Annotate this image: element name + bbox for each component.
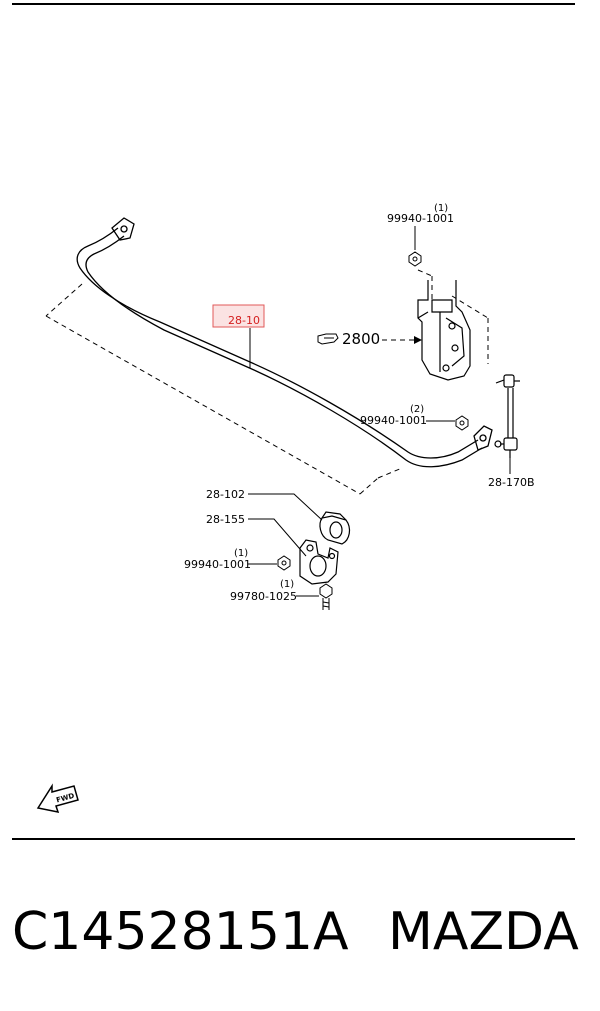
bracket-part-label: 28-155 — [206, 513, 245, 526]
bracket-nut — [277, 555, 291, 571]
bushing-leader — [248, 493, 323, 521]
bracket-nut-qty: (1) — [234, 548, 248, 559]
bushing — [319, 511, 351, 545]
mid-nut — [455, 415, 469, 431]
bracket — [299, 539, 339, 585]
top-nut-qty: (1) — [434, 203, 448, 214]
mid-nut-part-label: 99940-1001 — [360, 414, 427, 427]
strut-ref-arrow — [414, 336, 422, 344]
mid-nut-qty: (2) — [410, 404, 424, 415]
pointer-hand-icon — [317, 333, 339, 345]
top-nut-part-label: 99940-1001 — [387, 212, 454, 225]
bushing-part-label: 28-102 — [206, 488, 245, 501]
strut-ref-label: 2800 — [342, 330, 380, 348]
part-number: C14528151A — [12, 902, 349, 962]
bolt-part-label: 99780-1025 — [230, 590, 297, 603]
top-nut — [408, 251, 422, 267]
footer: C14528151A MAZDA — [12, 892, 592, 972]
bolt — [319, 583, 333, 610]
fwd-arrow-icon: FWD — [36, 783, 79, 813]
strut-assembly — [417, 280, 471, 381]
bolt-qty: (1) — [280, 579, 294, 590]
highlight-box — [212, 304, 265, 328]
bar-part-label: 28-10 — [228, 314, 260, 327]
assembly-dashes — [45, 269, 489, 495]
stabilizer-link — [494, 374, 520, 458]
brand-name: MAZDA — [388, 902, 579, 962]
link-part-label: 28-170B — [488, 476, 535, 489]
stabilizer-bar — [76, 217, 493, 468]
bracket-leader — [248, 518, 307, 557]
bracket-nut-part-label: 99940-1001 — [184, 558, 251, 571]
